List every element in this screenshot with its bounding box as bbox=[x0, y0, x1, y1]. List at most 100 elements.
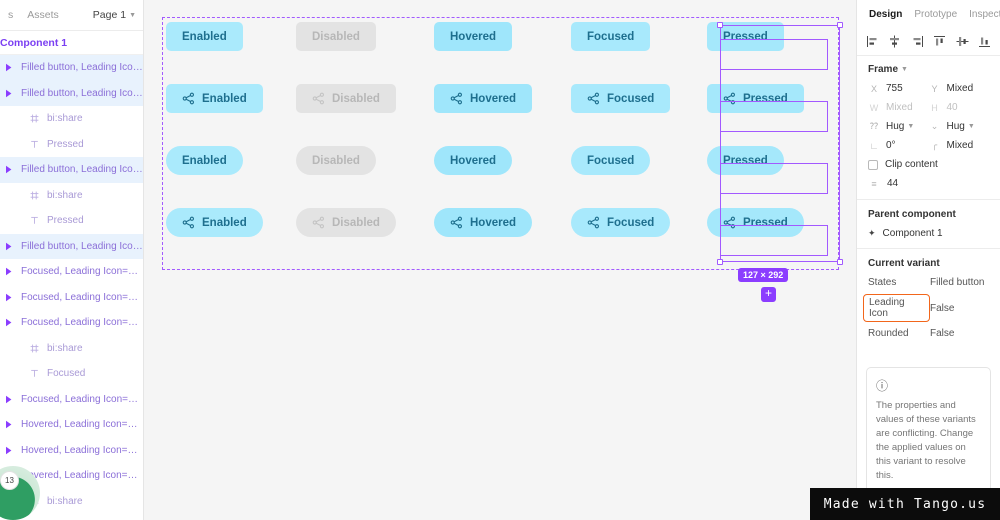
variant-property-value[interactable]: False bbox=[930, 302, 955, 314]
vertical-resizing-field[interactable]: ⌄ Hug ▼ bbox=[929, 121, 990, 132]
share-icon bbox=[312, 216, 325, 229]
layer-row-label: bi:share bbox=[47, 495, 83, 507]
layer-row[interactable]: Filled button, Leading Icon=F… bbox=[0, 55, 143, 81]
variant-button-label: Disabled bbox=[332, 216, 380, 229]
variant-button-disabled-with-icon-sq[interactable]: Disabled bbox=[296, 84, 396, 113]
spacing-row[interactable]: ≡ 44 bbox=[868, 178, 989, 189]
variant-button-focused-with-icon-rd[interactable]: Focused bbox=[571, 208, 671, 237]
align-vertical-center-icon[interactable] bbox=[956, 35, 969, 48]
variant-button-pressed-with-icon-rd[interactable]: Pressed bbox=[707, 208, 804, 237]
page-selector-label: Page 1 bbox=[92, 9, 127, 21]
layer-row[interactable]: bi:share bbox=[0, 183, 143, 209]
spacing-value: 44 bbox=[887, 178, 899, 189]
size-row: W Mixed H 40 bbox=[868, 102, 989, 113]
variant-button-hovered-rd[interactable]: Hovered bbox=[434, 146, 513, 175]
collaborator-avatar-wrap[interactable]: 13 bbox=[0, 466, 40, 520]
layer-row-label: bi:share bbox=[47, 113, 83, 125]
height-field[interactable]: H 40 bbox=[929, 102, 990, 113]
variant-button-enabled-with-icon-sq[interactable]: Enabled bbox=[166, 84, 263, 113]
layer-row[interactable]: Focused, Leading Icon=False,… bbox=[0, 285, 143, 311]
x-field[interactable]: X 755 bbox=[868, 83, 929, 94]
resize-handle-2[interactable] bbox=[717, 259, 723, 265]
resize-handle-0[interactable] bbox=[717, 22, 723, 28]
layer-row-label: Focused, Leading Icon=False,… bbox=[21, 393, 143, 405]
align-top-icon[interactable] bbox=[933, 35, 946, 48]
variant-button-disabled-rd[interactable]: Disabled bbox=[296, 146, 376, 175]
tab-design[interactable]: Design bbox=[869, 8, 903, 20]
layer-row[interactable]: Filled button, Leading Icon=F… bbox=[0, 80, 143, 106]
corner-radius-field[interactable]: ╭ Mixed bbox=[929, 140, 990, 151]
warning-text: The properties and values of these varia… bbox=[876, 400, 976, 481]
layer-row[interactable]: Hovered, Leading Icon=False,… bbox=[0, 438, 143, 464]
align-horizontal-center-icon[interactable] bbox=[888, 35, 901, 48]
variant-button-pressed-with-icon-sq[interactable]: Pressed bbox=[707, 84, 804, 113]
y-value: Mixed bbox=[946, 83, 974, 94]
share-icon bbox=[587, 216, 600, 229]
variant-property-value[interactable]: False bbox=[930, 328, 955, 339]
variant-button-enabled-rd[interactable]: Enabled bbox=[166, 146, 243, 175]
vertical-resizing-value: Hug ▼ bbox=[947, 121, 975, 132]
variant-button-enabled-sq[interactable]: Enabled bbox=[166, 22, 243, 51]
rotation-corner-row: ∟ 0° ╭ Mixed bbox=[868, 140, 989, 151]
selection-size-badge: 127 × 292 bbox=[738, 268, 789, 282]
width-field[interactable]: W Mixed bbox=[868, 102, 929, 113]
align-right-icon[interactable] bbox=[911, 35, 924, 48]
hug-height-text: Hug bbox=[946, 121, 965, 132]
layer-row[interactable]: Pressed bbox=[0, 208, 143, 234]
resize-handle-1[interactable] bbox=[837, 22, 843, 28]
layer-root-component-1[interactable]: Component 1 bbox=[0, 31, 143, 55]
y-field[interactable]: Y Mixed bbox=[929, 83, 990, 94]
parent-component-row[interactable]: ✦ Component 1 bbox=[868, 228, 989, 239]
variant-button-label: Enabled bbox=[202, 216, 247, 229]
component-instance-icon bbox=[2, 63, 15, 72]
layer-row-label: Pressed bbox=[47, 138, 84, 150]
variant-button-focused-sq[interactable]: Focused bbox=[571, 22, 651, 51]
align-bottom-icon[interactable] bbox=[978, 35, 991, 48]
layer-row[interactable]: Focused bbox=[0, 361, 143, 387]
clip-content-checkbox[interactable] bbox=[868, 159, 878, 170]
tab-inspect[interactable]: Inspect bbox=[969, 8, 1000, 20]
layer-row[interactable]: bi:share bbox=[0, 106, 143, 132]
layer-row[interactable]: Hovered, Leading Icon=False,… bbox=[0, 412, 143, 438]
design-canvas[interactable]: ✦ Component 1 EnabledDisabledHoveredFocu… bbox=[144, 0, 856, 520]
tab-prototype[interactable]: Prototype bbox=[914, 8, 958, 20]
tab-layers-truncated[interactable]: s bbox=[8, 9, 14, 21]
component-instance-icon bbox=[2, 293, 15, 302]
layer-row[interactable]: Focused, Leading Icon=False,… bbox=[0, 387, 143, 413]
resizing-row: ⁇ Hug ▼ ⌄ Hug ▼ bbox=[868, 121, 989, 132]
add-variant-button[interactable]: + bbox=[761, 287, 776, 302]
variant-button-focused-rd[interactable]: Focused bbox=[571, 146, 651, 175]
variant-button-label: Focused bbox=[587, 154, 635, 167]
tab-assets[interactable]: Assets bbox=[27, 9, 59, 21]
frame-section-title-text: Frame bbox=[868, 64, 899, 75]
layer-row[interactable]: Focused, Leading Icon=False,… bbox=[0, 310, 143, 336]
page-selector[interactable]: Page 1 ▼ bbox=[93, 9, 136, 21]
variant-button-hovered-sq[interactable]: Hovered bbox=[434, 22, 513, 51]
variant-button-hovered-with-icon-rd[interactable]: Hovered bbox=[434, 208, 533, 237]
variant-button-pressed-rd[interactable]: Pressed bbox=[707, 146, 784, 175]
layers-list[interactable]: Filled button, Leading Icon=F… Filled but… bbox=[0, 55, 143, 520]
variant-button-hovered-with-icon-sq[interactable]: Hovered bbox=[434, 84, 533, 113]
resize-handle-3[interactable] bbox=[837, 259, 843, 265]
layer-row[interactable]: Focused, Leading Icon=False,… bbox=[0, 259, 143, 285]
layer-row[interactable]: Filled button, Leading Icon=F… bbox=[0, 233, 143, 259]
frame-section-title[interactable]: Frame ▼ bbox=[868, 64, 989, 75]
layer-row[interactable]: Filled button, Leading Icon=F… bbox=[0, 157, 143, 183]
variant-property-value[interactable]: Filled button bbox=[930, 277, 985, 288]
layer-row[interactable]: bi:share bbox=[0, 336, 143, 362]
variant-button-enabled-with-icon-rd[interactable]: Enabled bbox=[166, 208, 263, 237]
layer-row-label: Filled button, Leading Icon=F… bbox=[21, 87, 143, 99]
layer-row[interactable]: Pressed bbox=[0, 132, 143, 158]
variant-button-disabled-sq[interactable]: Disabled bbox=[296, 22, 376, 51]
variant-button-disabled-with-icon-rd[interactable]: Disabled bbox=[296, 208, 396, 237]
rotation-field[interactable]: ∟ 0° bbox=[868, 140, 929, 151]
align-left-icon[interactable] bbox=[866, 35, 879, 48]
clip-content-row[interactable]: Clip content bbox=[868, 159, 989, 170]
variant-button-focused-with-icon-sq[interactable]: Focused bbox=[571, 84, 671, 113]
horizontal-resizing-field[interactable]: ⁇ Hug ▼ bbox=[868, 121, 929, 132]
